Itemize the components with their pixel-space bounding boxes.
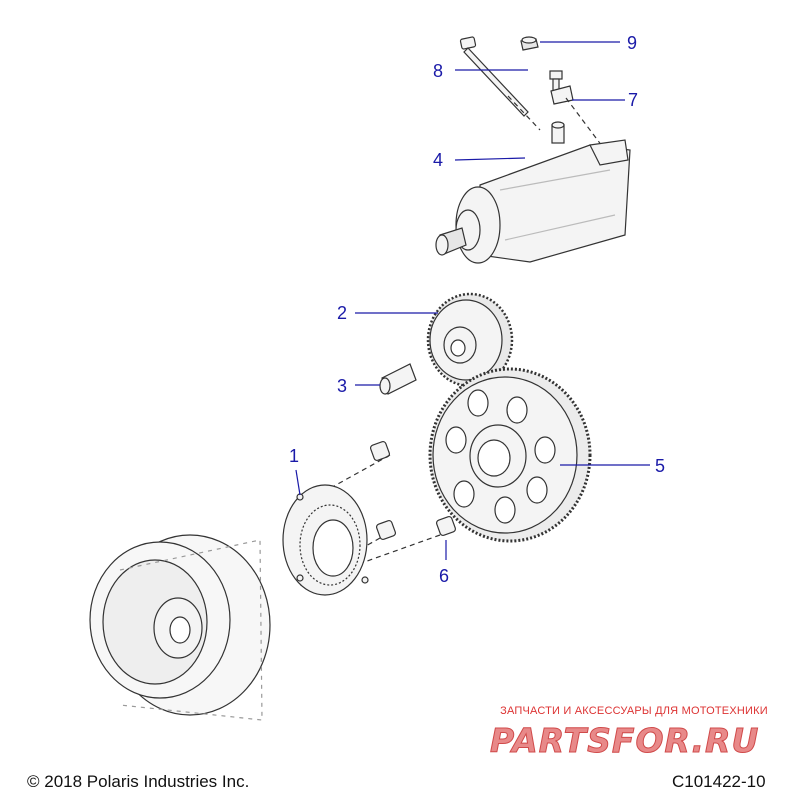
callout-label-7: 7: [628, 90, 639, 110]
part-4-starter-motor: [435, 121, 631, 264]
callout-label-4: 4: [433, 150, 444, 170]
callout-label-3: 3: [337, 376, 348, 396]
callout-label-9: 9: [627, 33, 638, 53]
part-9-nut: [520, 36, 539, 51]
callout-label-5: 5: [655, 456, 666, 476]
part-5-gear: [428, 367, 592, 543]
part-7-stud: [549, 70, 606, 151]
part-2-gear: [426, 292, 514, 388]
watermark-tagline: ЗАПЧАСТИ И АКСЕССУАРЫ ДЛЯ МОТОТЕХНИКИ: [500, 705, 768, 717]
callout-label-2: 2: [337, 303, 348, 323]
callout-label-6: 6: [439, 566, 450, 586]
part-8-bolt: [459, 36, 541, 131]
part-3-pin: [379, 363, 417, 395]
part-6-screw: [299, 515, 457, 586]
flywheel: [89, 534, 271, 721]
callout-label-8: 8: [433, 61, 444, 81]
footer-code: C101422-10: [672, 772, 766, 791]
footer-copyright: © 2018 Polaris Industries Inc.: [27, 772, 250, 791]
part-1-clutch: [282, 484, 369, 596]
watermark-logo: PARTSFOR.RU: [489, 721, 760, 761]
callout-label-1: 1: [289, 446, 300, 466]
